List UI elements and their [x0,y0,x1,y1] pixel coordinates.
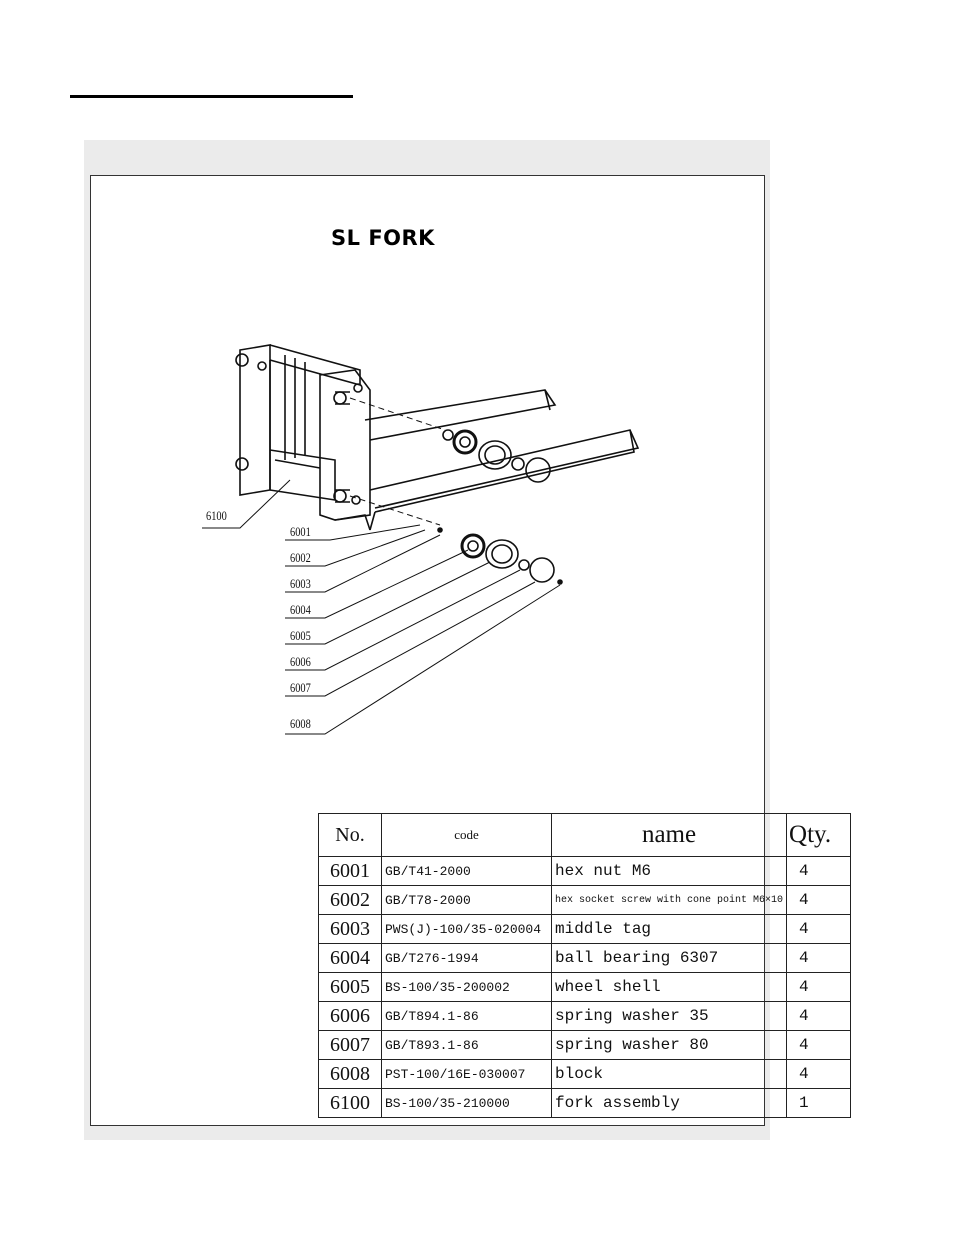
parts-table: No. code name Qty. 6001 GB/T41-2000 hex … [318,813,852,1118]
cell-no: 6100 [318,1088,382,1118]
header-no: No. [318,813,382,857]
cell-qty: 4 [786,885,852,915]
callout-6008: 6008 [290,716,311,731]
header-rule [70,95,353,98]
cell-no: 6004 [318,943,382,973]
callout-6004: 6004 [290,602,311,617]
cell-name: block [550,1059,788,1089]
cell-code: PST-100/16E-030007 [381,1059,552,1089]
lower-tine [369,429,640,509]
cell-no: 6008 [318,1059,382,1089]
callout-6007: 6007 [290,680,311,695]
callout-6006: 6006 [290,654,311,669]
cell-no: 6002 [318,885,382,915]
cell-name: hex socket screw with cone point M6×10 [550,885,788,915]
callout-6002: 6002 [290,550,311,565]
table-row: 6005 BS-100/35-200002 wheel shell 4 [318,972,852,1002]
cell-name: spring washer 35 [550,1001,788,1031]
table-row: 6008 PST-100/16E-030007 block 4 [318,1059,852,1089]
callout-6005: 6005 [290,628,311,643]
cell-no: 6006 [318,1001,382,1031]
header-code: code [381,813,552,857]
cell-no: 6003 [318,914,382,944]
cell-qty: 4 [786,943,852,973]
header-qty: Qty. [786,813,852,857]
upper-tine [364,389,557,441]
table-row: 6004 GB/T276-1994 ball bearing 6307 4 [318,943,852,973]
cell-no: 6007 [318,1030,382,1060]
cell-code: BS-100/35-210000 [381,1088,552,1118]
cell-name: fork assembly [550,1088,788,1118]
cell-qty: 4 [786,972,852,1002]
cell-no: 6005 [318,972,382,1002]
cell-name: wheel shell [550,972,788,1002]
callout-6003: 6003 [290,576,311,591]
callout-6100: 6100 [206,508,227,523]
table-row: 6002 GB/T78-2000 hex socket screw with c… [318,885,852,915]
table-row: 6001 GB/T41-2000 hex nut M6 4 [318,856,852,886]
table-row: 6100 BS-100/35-210000 fork assembly 1 [318,1088,852,1118]
cell-name: middle tag [550,914,788,944]
page-title: SL FORK [331,226,435,250]
table-row: 6007 GB/T893.1-86 spring washer 80 4 [318,1030,852,1060]
cell-code: GB/T894.1-86 [381,1001,552,1031]
cell-code: GB/T41-2000 [381,856,552,886]
cell-no: 6001 [318,856,382,886]
table-header-row: No. code name Qty. [318,813,852,857]
fork-exploded-drawing [202,344,640,735]
cell-code: PWS(J)-100/35-020004 [381,914,552,944]
cell-code: GB/T276-1994 [381,943,552,973]
cell-qty: 4 [786,914,852,944]
header-name: name [550,813,788,857]
cell-name: spring washer 80 [550,1030,788,1060]
cell-qty: 4 [786,1030,852,1060]
cell-name: ball bearing 6307 [550,943,788,973]
cell-code: GB/T893.1-86 [381,1030,552,1060]
callout-6001: 6001 [290,524,311,539]
table-row: 6003 PWS(J)-100/35-020004 middle tag 4 [318,914,852,944]
cell-qty: 4 [786,856,852,886]
right-plate [319,369,371,521]
cell-qty: 4 [786,1059,852,1089]
table-row: 6006 GB/T894.1-86 spring washer 35 4 [318,1001,852,1031]
cell-code: GB/T78-2000 [381,885,552,915]
cell-name: hex nut M6 [550,856,788,886]
cell-qty: 4 [786,1001,852,1031]
cell-qty: 1 [786,1088,852,1118]
cell-code: BS-100/35-200002 [381,972,552,1002]
